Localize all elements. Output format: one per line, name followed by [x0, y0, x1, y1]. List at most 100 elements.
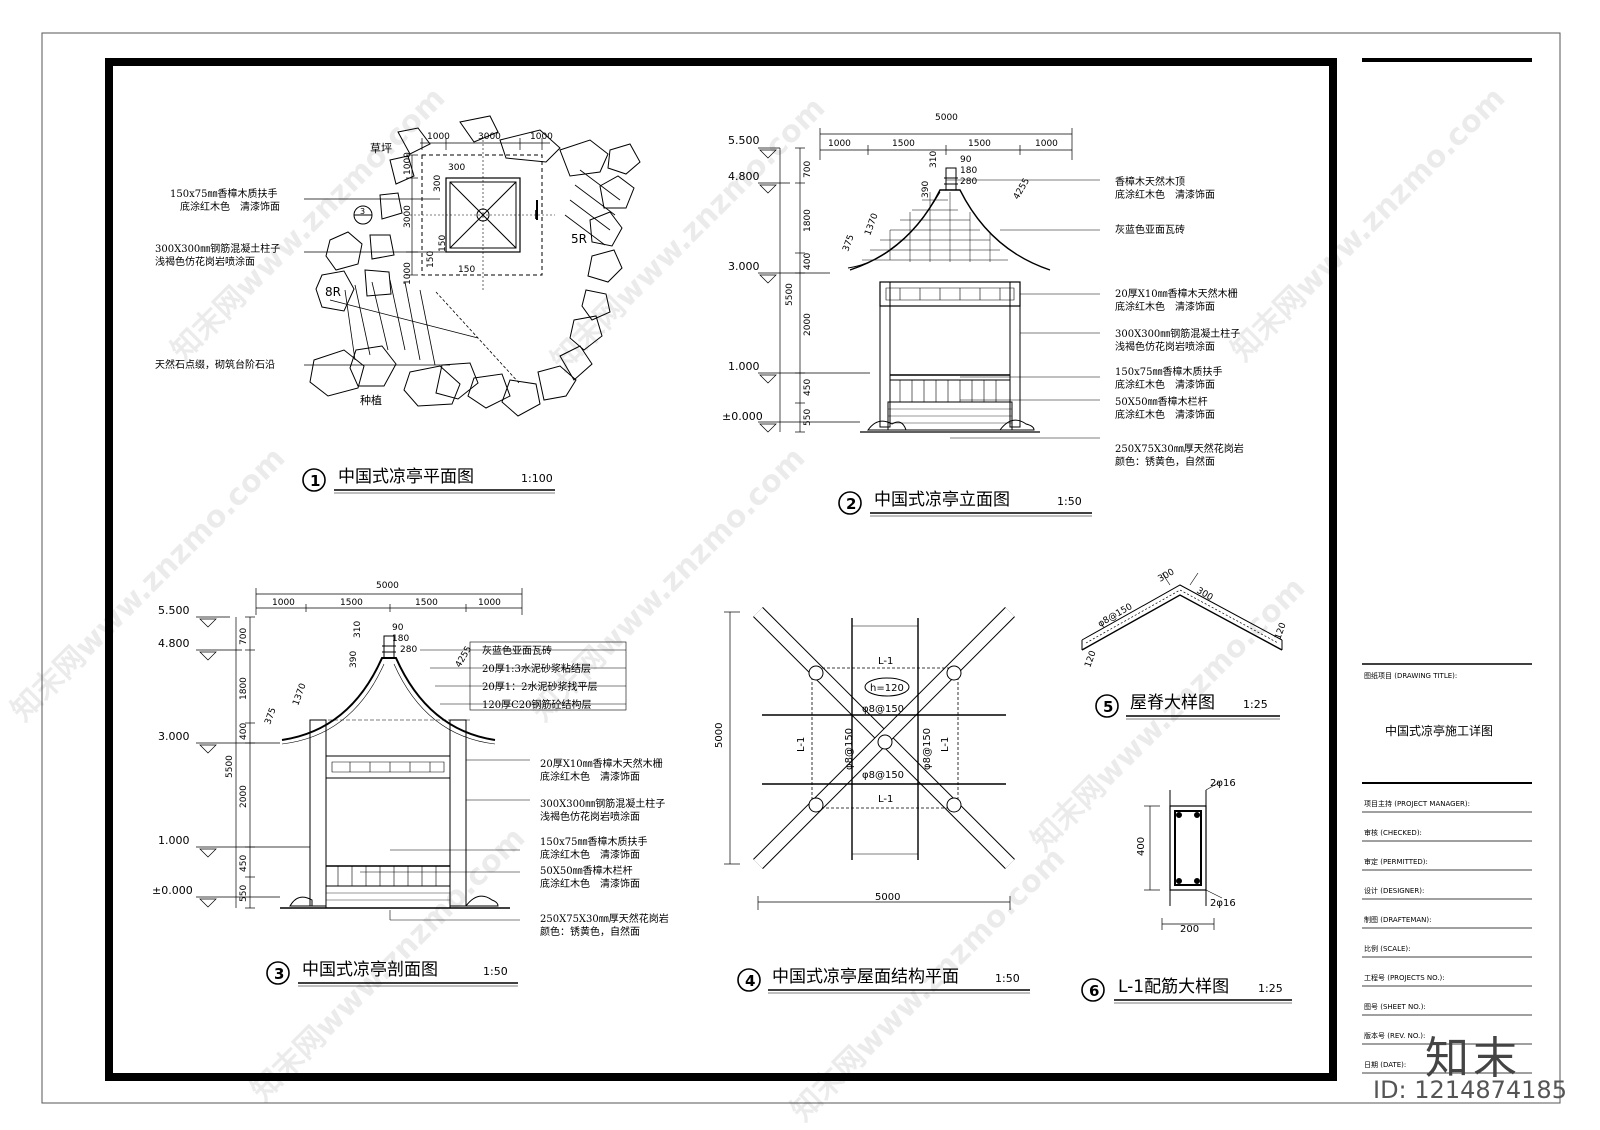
sect-dim: 180 [392, 634, 409, 644]
sect-level: 1.000 [158, 834, 190, 847]
elevation-view [758, 128, 1100, 439]
sect-dim: 375 [263, 706, 278, 726]
elev-note: 150x75㎜香樟木质扶手 [1115, 365, 1222, 378]
sect-dim: 90 [392, 623, 404, 633]
sect-dim: 550 [239, 885, 249, 902]
title-block: 图纸项目 (DRAWING TITLE): 项目主持 (PROJECT MANA… [1364, 671, 1470, 1069]
sect-dim: 1500 [340, 598, 363, 608]
view6-scale: 1:25 [1258, 982, 1283, 995]
sect-note: 250X75X30㎜厚天然花岗岩 [540, 912, 669, 925]
view3-title: 中国式凉亭剖面图 [302, 960, 438, 980]
elev-note: 250X75X30㎜厚天然花岗岩 [1115, 442, 1244, 455]
sect-dim: 400 [239, 723, 249, 740]
elev-dim: 1370 [863, 212, 880, 237]
beam-detail-view [1144, 781, 1223, 930]
sect-level: 4.800 [158, 637, 190, 650]
plan-dim: 3000 [478, 132, 501, 142]
elev-note: 颜色：锈黄色，自然面 [1115, 455, 1215, 468]
sect-note: 浅褐色仿花岗岩喷涂面 [540, 810, 640, 823]
natural-stones [309, 115, 641, 417]
tb-checked: 审核 (CHECKED): [1364, 828, 1422, 837]
sect-dim: 4255 [454, 645, 474, 670]
view6-number: 6 [1089, 982, 1099, 1000]
sect-note: 底涂红木色 清漆饰面 [540, 877, 640, 890]
sect-dim: 1000 [478, 598, 501, 608]
view3-scale: 1:50 [483, 965, 508, 978]
sect-dim: 450 [239, 855, 249, 872]
tb-permitted: 审定 (PERMITTED): [1364, 857, 1428, 866]
sect-dim: 280 [400, 645, 417, 655]
elev-note: 浅褐色仿花岗岩喷涂面 [1115, 340, 1215, 353]
view4-number: 4 [745, 972, 755, 990]
view2-title: 中国式凉亭立面图 [874, 490, 1010, 510]
elev-note: 香樟木天然木顶 [1115, 175, 1185, 188]
view1-number: 1 [310, 472, 320, 490]
plan-dim: 150 [426, 251, 436, 268]
sect-dim: 1500 [415, 598, 438, 608]
sect-note: 20厚1:3水泥砂浆粘结层 [482, 662, 591, 675]
drawing-frame [105, 58, 1337, 1081]
plan-section-mark: 3 [360, 207, 365, 216]
elev-level: 3.000 [728, 260, 760, 273]
sect-level: ±0.000 [152, 884, 193, 897]
plan-radius: 8R [325, 285, 341, 299]
title-block-lines [1362, 811, 1532, 1074]
plan-label-plant: 种植 [360, 393, 382, 407]
elev-dim: 1500 [968, 139, 991, 149]
sect-note: 底涂红木色 清漆饰面 [540, 770, 640, 783]
sect-note: 20厚1：2水泥砂浆找平层 [482, 680, 597, 693]
sect-dim: 390 [349, 651, 359, 668]
elev-note: 50X50㎜香樟木栏杆 [1115, 395, 1208, 408]
elev-dim: 90 [960, 155, 972, 165]
plan-note-handrail-finish: 底涂红木色 清漆饰面 [180, 200, 280, 213]
sect-dim: 2000 [239, 785, 249, 808]
elev-dim: 1800 [803, 209, 813, 232]
elev-note: 底涂红木色 清漆饰面 [1115, 408, 1215, 421]
sect-level: 5.500 [158, 604, 190, 617]
section-view [196, 588, 627, 921]
elev-dim: 280 [960, 177, 977, 187]
tb-drawing-title-label: 图纸项目 (DRAWING TITLE): [1364, 671, 1457, 680]
elev-dim: 550 [803, 409, 813, 426]
plan-dim: 3000 [403, 205, 413, 228]
roof-rebar: φ8@150 [844, 728, 855, 770]
elev-dim: 4255 [1012, 177, 1032, 202]
sect-note: 20厚X10㎜香樟木天然木栅 [540, 757, 663, 770]
elev-dim: 1000 [828, 139, 851, 149]
elev-level: 1.000 [728, 360, 760, 373]
elev-dim-total: 5000 [935, 113, 958, 123]
view2-number: 2 [846, 495, 856, 513]
elev-dim: 390 [921, 181, 931, 198]
beam-rebar-top: 2φ16 [1210, 778, 1236, 789]
elev-dim: 310 [929, 151, 939, 168]
ridge-dim: 120 [1083, 649, 1098, 669]
brand-id: ID: 1214874185 [1373, 1076, 1567, 1104]
elev-level: 5.500 [728, 134, 760, 147]
sect-note: 50X50㎜香樟木栏杆 [540, 864, 633, 877]
ridge-dim: 300 [1157, 567, 1177, 584]
plan-dim: 1000 [403, 262, 413, 285]
sect-dim: 1000 [272, 598, 295, 608]
roof-rebar: φ8@150 [922, 728, 933, 770]
roof-rebar: φ8@150 [862, 770, 904, 781]
elev-note: 20厚X10㎜香樟木天然木栅 [1115, 287, 1238, 300]
plan-note-handrail: 150x75㎜香樟木质扶手 [170, 187, 277, 200]
elev-level: ±0.000 [722, 410, 763, 423]
sect-dim: 1370 [291, 682, 308, 707]
elev-dim: 180 [960, 166, 977, 176]
beam-rebar-bottom: 2φ16 [1210, 898, 1236, 909]
elev-note: 300X300㎜钢筋混凝土柱子 [1115, 327, 1240, 340]
elev-note: 底涂红木色 清漆饰面 [1115, 300, 1215, 313]
view5-title: 屋脊大样图 [1130, 693, 1215, 713]
roof-structure-view [724, 607, 1015, 910]
tb-project-no: 工程号 (PROJECTS NO.): [1364, 973, 1445, 982]
elev-note: 底涂红木色 清漆饰面 [1115, 378, 1215, 391]
tb-drawing-title: 中国式凉亭施工详图 [1385, 724, 1494, 738]
tb-scale: 比例 (SCALE): [1364, 944, 1411, 953]
sect-dim: 1800 [239, 677, 249, 700]
roof-beam-label: L-1 [796, 737, 807, 752]
sect-note: 底涂红木色 清漆饰面 [540, 848, 640, 861]
roof-dim-width: 5000 [875, 892, 900, 903]
sect-note: 300X300㎜钢筋混凝土柱子 [540, 797, 665, 810]
view4-title: 中国式凉亭屋面结构平面 [772, 967, 959, 987]
